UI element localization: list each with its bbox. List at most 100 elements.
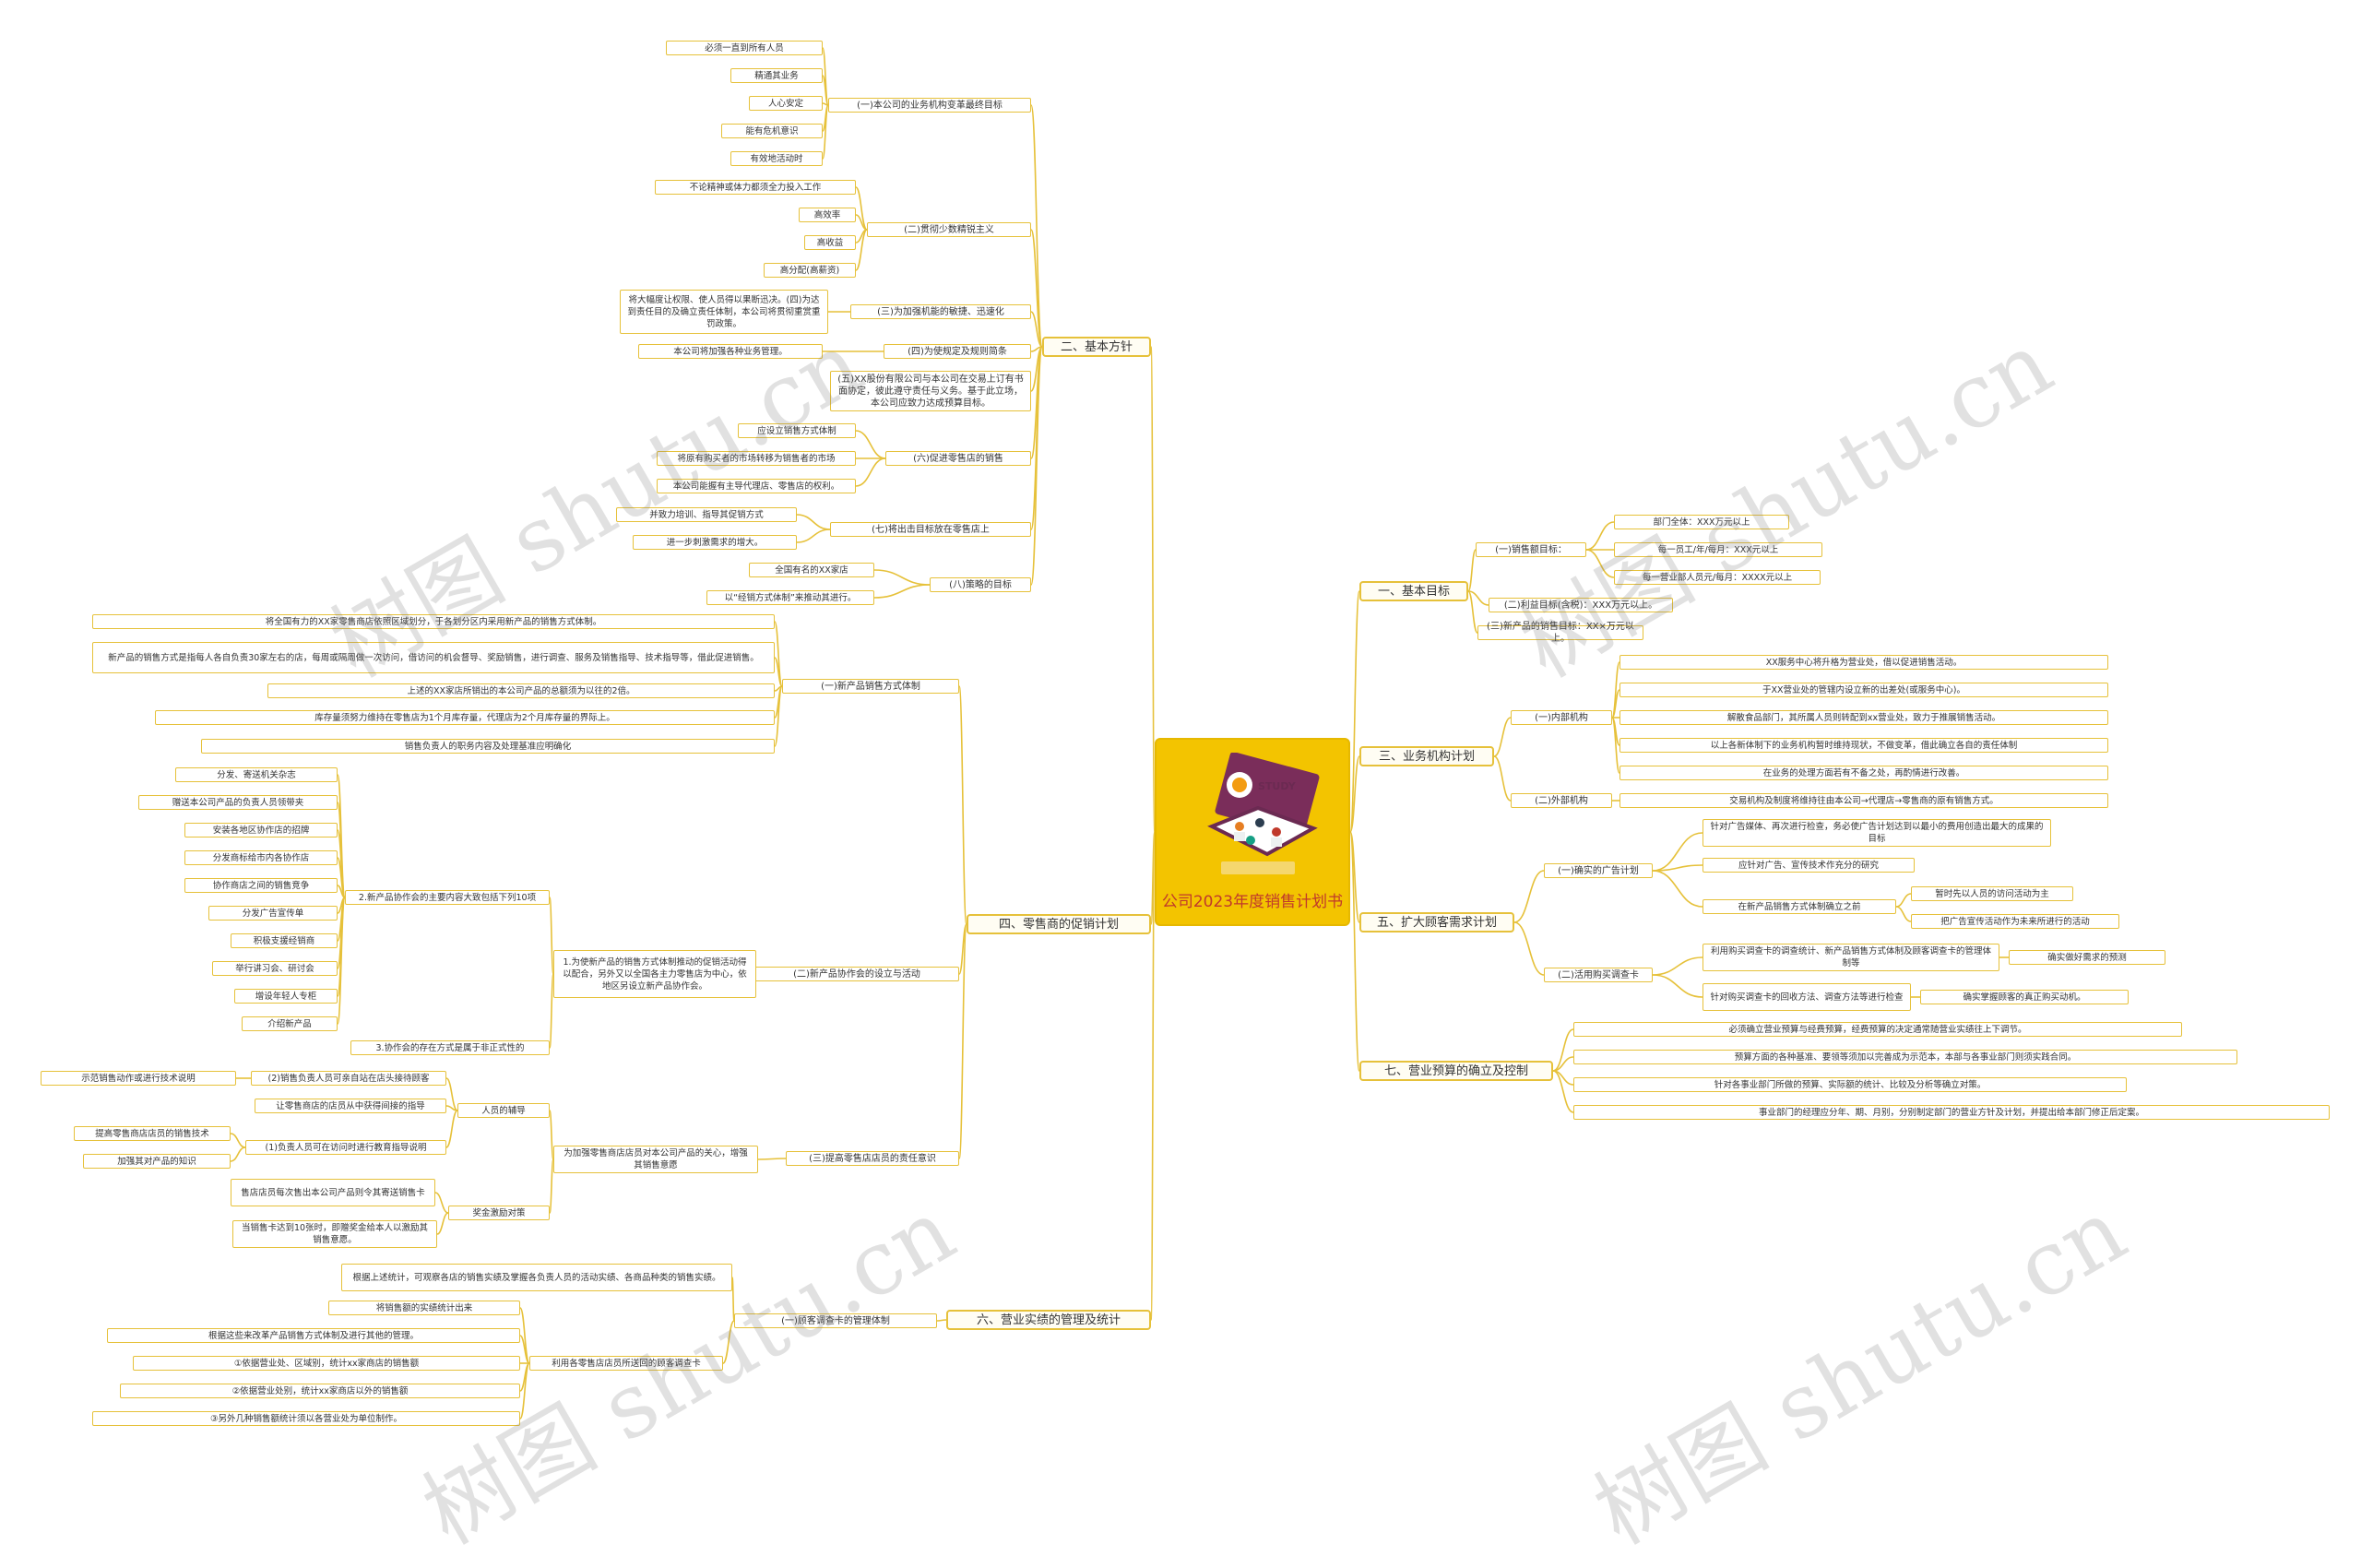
- policy-detail[interactable]: 本公司将加强各种业务管理。: [638, 344, 823, 359]
- goal-item[interactable]: (二)利益目标(含税)：XXX万元以上。: [1489, 598, 1673, 612]
- policy-item[interactable]: (六)促进零售店的销售: [885, 451, 1031, 466]
- goal-detail[interactable]: 每一员工/年/每月：XXX元以上: [1614, 542, 1822, 557]
- promotion-detail[interactable]: 分发广告宣传单: [208, 906, 338, 921]
- demand-detail[interactable]: 应针对广告、宣传技术作充分的研究: [1703, 858, 1915, 873]
- promotion-item[interactable]: (二)新产品协作会的设立与活动: [754, 967, 959, 981]
- demand-detail[interactable]: 把广告宣传活动作为未来所进行的活动: [1911, 914, 2119, 929]
- policy-detail[interactable]: 以“经销方式体制”来推动其进行。: [706, 590, 874, 605]
- goal-detail[interactable]: 部门全体：XXX万元以上: [1614, 515, 1789, 529]
- org-detail[interactable]: 解散食品部门，其所属人员则转配到xx营业处，致力于推展销售活动。: [1619, 710, 2108, 725]
- demand-detail[interactable]: 确实掌握顾客的真正购买动机。: [1920, 990, 2129, 1004]
- stats-detail[interactable]: 根据这些来改革产品销售方式体制及进行其他的管理。: [107, 1328, 520, 1343]
- org-detail[interactable]: 交易机构及制度将维持往由本公司→代理店→零售商的原有销售方式。: [1619, 793, 2108, 808]
- policy-detail[interactable]: 精通其业务: [730, 68, 823, 83]
- org-detail[interactable]: 以上各新体制下的业务机构暂时维持现状，不做变革，借此确立各自的责任体制: [1619, 738, 2108, 753]
- branch-budget-control[interactable]: 七、营业预算的确立及控制: [1359, 1061, 1553, 1081]
- stats-detail[interactable]: ②依据营业处别，统计xx家商店以外的销售额: [120, 1384, 520, 1398]
- policy-detail[interactable]: 高分配(高薪资): [764, 263, 856, 278]
- stats-detail[interactable]: ①依据营业处、区域别，统计xx家商店的销售额: [133, 1356, 520, 1371]
- policy-item[interactable]: (五)XX股份有限公司与本公司在交易上订有书面协定，彼此遵守责任与义务。基于此立…: [830, 371, 1031, 411]
- promotion-detail[interactable]: 销售负责人的职务内容及处理基准应明确化: [201, 739, 775, 754]
- promotion-detail[interactable]: 举行讲习会、研讨会: [212, 961, 338, 976]
- branch-retail-promotion[interactable]: 四、零售商的促销计划: [967, 914, 1151, 934]
- demand-detail[interactable]: 利用购买调查卡的调查统计、新产品销售方式体制及顾客调查卡的管理体制等: [1703, 944, 1999, 971]
- central-topic[interactable]: STUDY 公司2023年度销售计划书: [1155, 738, 1350, 926]
- promotion-detail[interactable]: 安装各地区协作店的招牌: [184, 823, 338, 837]
- branch-basic-goals[interactable]: 一、基本目标: [1359, 581, 1468, 601]
- promotion-detail[interactable]: (2)销售负责人员可亲自站在店头接待顾客: [251, 1071, 446, 1086]
- branch-org-plan[interactable]: 三、业务机构计划: [1359, 746, 1494, 766]
- policy-detail[interactable]: 应设立销售方式体制: [738, 423, 856, 438]
- policy-item[interactable]: (三)为加强机能的敏捷、迅速化: [850, 304, 1031, 319]
- policy-detail[interactable]: 将原有购买者的市场转移为销售者的市场: [657, 451, 856, 466]
- promotion-detail[interactable]: 2.新产品协作会的主要内容大致包括下列10项: [345, 890, 550, 905]
- promotion-detail[interactable]: 1.为使新产品的销售方式体制推动的促销活动得以配合，另外又以全国各主力零售店为中…: [553, 950, 756, 998]
- demand-item[interactable]: (一)确实的广告计划: [1544, 863, 1653, 878]
- demand-detail[interactable]: 暂时先以人员的访问活动为主: [1911, 886, 2073, 901]
- promotion-detail[interactable]: 库存量须努力维持在零售店为1个月库存量，代理店为2个月库存量的界际上。: [155, 710, 775, 725]
- promotion-detail[interactable]: 新产品的销售方式是指每人各自负责30家左右的店，每周或隔周做一次访问，借访问的机…: [92, 642, 775, 673]
- policy-item[interactable]: (七)将出击目标放在零售店上: [830, 522, 1031, 537]
- stats-detail[interactable]: 将销售额的实绩统计出来: [328, 1301, 520, 1315]
- promotion-detail[interactable]: 增设年轻人专柜: [234, 989, 338, 1004]
- stats-item[interactable]: (一)顾客调查卡的管理体制: [734, 1313, 937, 1328]
- budget-detail[interactable]: 事业部门的经理应分年、期、月别，分别制定部门的营业方针及计划，并提出给本部门修正…: [1573, 1105, 2330, 1120]
- promotion-detail[interactable]: 3.协作会的存在方式是属于非正式性的: [350, 1040, 550, 1055]
- budget-detail[interactable]: 预算方面的各种基准、要领等须加以完善成为示范本，本部与各事业部门则须实践合同。: [1573, 1050, 2237, 1064]
- demand-item[interactable]: (二)活用购买调查卡: [1544, 968, 1653, 982]
- promotion-detail[interactable]: 介绍新产品: [242, 1016, 338, 1031]
- policy-detail[interactable]: 高效率: [799, 208, 856, 222]
- policy-detail[interactable]: 将大幅度让权限、使人员得以果断迅决。(四)为达到责任目的及确立责任体制，本公司将…: [620, 290, 828, 334]
- org-item[interactable]: (一)内部机构: [1511, 710, 1612, 725]
- policy-detail[interactable]: 不论精神或体力都须全力投入工作: [655, 180, 856, 195]
- promotion-item[interactable]: (一)新产品销售方式体制: [782, 679, 959, 694]
- demand-detail[interactable]: 在新产品销售方式体制确立之前: [1703, 899, 1896, 914]
- budget-detail[interactable]: 针对各事业部门所做的预算、实际额的统计、比较及分析等确立对策。: [1573, 1077, 2127, 1092]
- goal-detail[interactable]: 每一营业部人员元/每月：XXXX元以上: [1614, 570, 1821, 585]
- promotion-detail[interactable]: 分发商标给市内各协作店: [184, 850, 338, 865]
- policy-item[interactable]: (一)本公司的业务机构变革最终目标: [828, 98, 1031, 113]
- policy-item[interactable]: (八)策略的目标: [930, 577, 1031, 592]
- stats-detail[interactable]: 根据上述统计，可观察各店的销售实绩及掌握各负责人员的活动实绩、各商品种类的销售实…: [341, 1264, 732, 1291]
- promotion-detail[interactable]: 积极支援经销商: [231, 933, 338, 948]
- policy-detail[interactable]: 并致力培训、指导其促销方式: [616, 507, 797, 522]
- policy-item[interactable]: (二)贯彻少数精锐主义: [867, 222, 1031, 237]
- promotion-detail[interactable]: 奖金激励对策: [448, 1206, 550, 1220]
- policy-detail[interactable]: 人心安定: [749, 96, 823, 111]
- promotion-detail[interactable]: 售店店员每次售出本公司产品则令其寄送销售卡: [231, 1179, 435, 1206]
- policy-detail[interactable]: 进一步刺激需求的增大。: [633, 535, 797, 550]
- promotion-detail[interactable]: 提高零售商店店员的销售技术: [74, 1126, 231, 1141]
- policy-detail[interactable]: 必须一直到所有人员: [666, 41, 823, 55]
- promotion-detail[interactable]: 人员的辅导: [457, 1103, 550, 1118]
- policy-detail[interactable]: 高收益: [804, 235, 856, 250]
- promotion-detail[interactable]: 上述的XX家店所销出的本公司产品的总额须为以往的2倍。: [267, 683, 775, 698]
- promotion-detail[interactable]: 协作商店之间的销售竞争: [184, 878, 338, 893]
- promotion-detail[interactable]: 分发、寄送机关杂志: [175, 767, 338, 782]
- stats-detail[interactable]: 利用各零售店店员所送回的顾客调查卡: [529, 1356, 723, 1371]
- promotion-item[interactable]: (三)提高零售店店员的责任意识: [786, 1151, 959, 1166]
- stats-detail[interactable]: ③另外几种销售额统计须以各营业处为单位制作。: [92, 1411, 520, 1426]
- demand-detail[interactable]: 针对购买调查卡的回收方法、调查方法等进行检查: [1703, 983, 1911, 1011]
- policy-detail[interactable]: 本公司能握有主导代理店、零售店的权利。: [657, 479, 856, 493]
- promotion-detail[interactable]: 为加强零售商店店员对本公司产品的关心，增强其销售意愿: [553, 1146, 758, 1173]
- branch-basic-policy[interactable]: 二、基本方针: [1042, 337, 1151, 357]
- policy-item[interactable]: (四)为使规定及规则简条: [884, 344, 1031, 359]
- branch-performance-stats[interactable]: 六、营业实绩的管理及统计: [946, 1310, 1151, 1330]
- org-item[interactable]: (二)外部机构: [1511, 793, 1612, 808]
- promotion-detail[interactable]: 赠送本公司产品的负责人员领带夹: [138, 795, 338, 810]
- promotion-detail[interactable]: 让零售商店的店员从中获得间接的指导: [255, 1099, 446, 1113]
- policy-detail[interactable]: 能有危机意识: [721, 124, 823, 138]
- promotion-detail[interactable]: 示范销售动作或进行技术说明: [41, 1071, 236, 1086]
- policy-detail[interactable]: 有效地活动时: [730, 151, 823, 166]
- goal-item[interactable]: (三)新产品的销售目标：XX×万元以上。: [1477, 622, 1643, 644]
- policy-detail[interactable]: 全国有名的XX家店: [749, 563, 874, 577]
- promotion-detail[interactable]: 加强其对产品的知识: [83, 1154, 231, 1169]
- demand-detail[interactable]: 确实做好需求的预测: [2009, 950, 2165, 965]
- org-detail[interactable]: XX服务中心将升格为营业处，借以促进销售活动。: [1619, 655, 2108, 670]
- demand-detail[interactable]: 针对广告媒体、再次进行检查，务必使广告计划达到以最小的费用创造出最大的成果的目标: [1703, 819, 2051, 847]
- budget-detail[interactable]: 必须确立营业预算与经费预算，经费预算的决定通常随营业实绩往上下调节。: [1573, 1022, 2182, 1037]
- org-detail[interactable]: 于XX营业处的管辖内设立新的出差处(或服务中心)。: [1619, 683, 2108, 697]
- promotion-detail[interactable]: 将全国有力的XX家零售商店依照区域划分，于各划分区内采用新产品的销售方式体制。: [92, 614, 775, 629]
- goal-item[interactable]: (一)销售额目标：: [1476, 542, 1586, 557]
- org-detail[interactable]: 在业务的处理方面若有不备之处，再酌情进行改善。: [1619, 766, 2108, 780]
